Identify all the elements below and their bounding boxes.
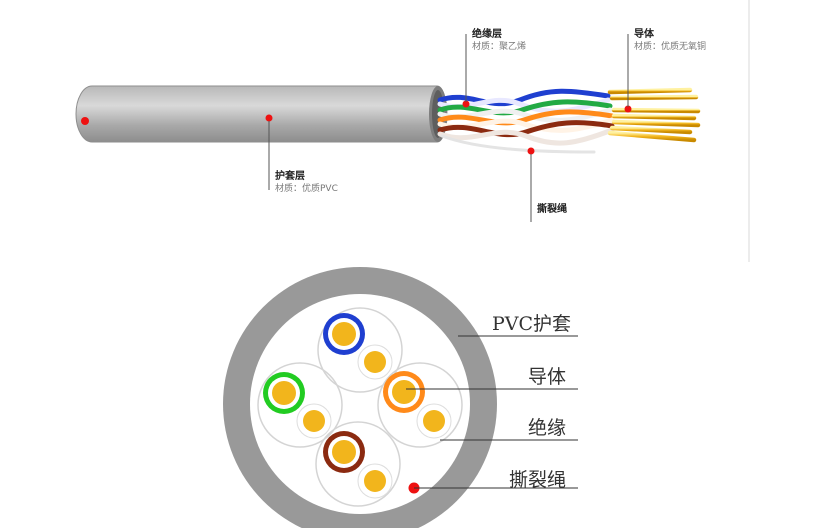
- pair-orange-wire: [437, 109, 615, 126]
- label-ripcord-title: 撕裂绳: [537, 202, 567, 215]
- label-insulation-title: 绝缘层: [472, 27, 502, 40]
- label-insulation-material: 材质：聚乙烯: [472, 40, 526, 52]
- label-insulation: 绝缘: [528, 417, 566, 439]
- conductor-brown-white: [364, 470, 386, 492]
- label-conductor-title: 导体: [634, 27, 655, 40]
- marker-ripcord-dot: [527, 147, 535, 155]
- label-conductor: 导体: [528, 366, 566, 388]
- conductor-orange-pair: [392, 380, 416, 404]
- inner-core: [250, 294, 470, 514]
- label-ripcord: 撕裂绳: [509, 469, 566, 491]
- label-conductor-material: 材质：优质无氧铜: [634, 40, 706, 52]
- pair-boundary-left: [257, 362, 343, 448]
- label-jacket-title: 护套层: [275, 169, 305, 182]
- conductor-blue-pair: [332, 322, 356, 346]
- cable-side-view: 护套层 材质：优质PVC 绝缘层 材质：聚乙烯 导体 材质：优质无氧铜 撕裂绳: [75, 27, 706, 222]
- pair-brown-wire: [437, 120, 615, 138]
- conductor-green-white: [303, 410, 325, 432]
- conductor-brown-pair: [332, 440, 356, 464]
- label-jacket-material: 材质：优质PVC: [275, 182, 338, 194]
- conductor-blue-white: [364, 351, 386, 373]
- pair-boundary-top: [317, 307, 403, 393]
- pair-blue-wire: [437, 88, 611, 107]
- conductor-orange-white: [423, 410, 445, 432]
- ripcord-strand: [440, 134, 596, 154]
- pair-boundary-right: [377, 362, 463, 448]
- cable-jacket: [75, 85, 448, 143]
- marker-jacket-dot: [265, 114, 273, 122]
- marker-conductor-dot: [624, 105, 632, 113]
- cable-cross-section: PVC护套 导体 绝缘 撕裂绳: [223, 267, 578, 528]
- marker-jacket-end-dot: [81, 117, 89, 125]
- marker-insulation-dot: [462, 100, 470, 108]
- pair-boundary-bottom: [315, 421, 401, 507]
- conductor-green-pair: [272, 381, 296, 405]
- pair-green-wire: [437, 99, 613, 116]
- copper-conductors: [607, 87, 701, 143]
- label-pvc-jacket: PVC护套: [492, 313, 571, 335]
